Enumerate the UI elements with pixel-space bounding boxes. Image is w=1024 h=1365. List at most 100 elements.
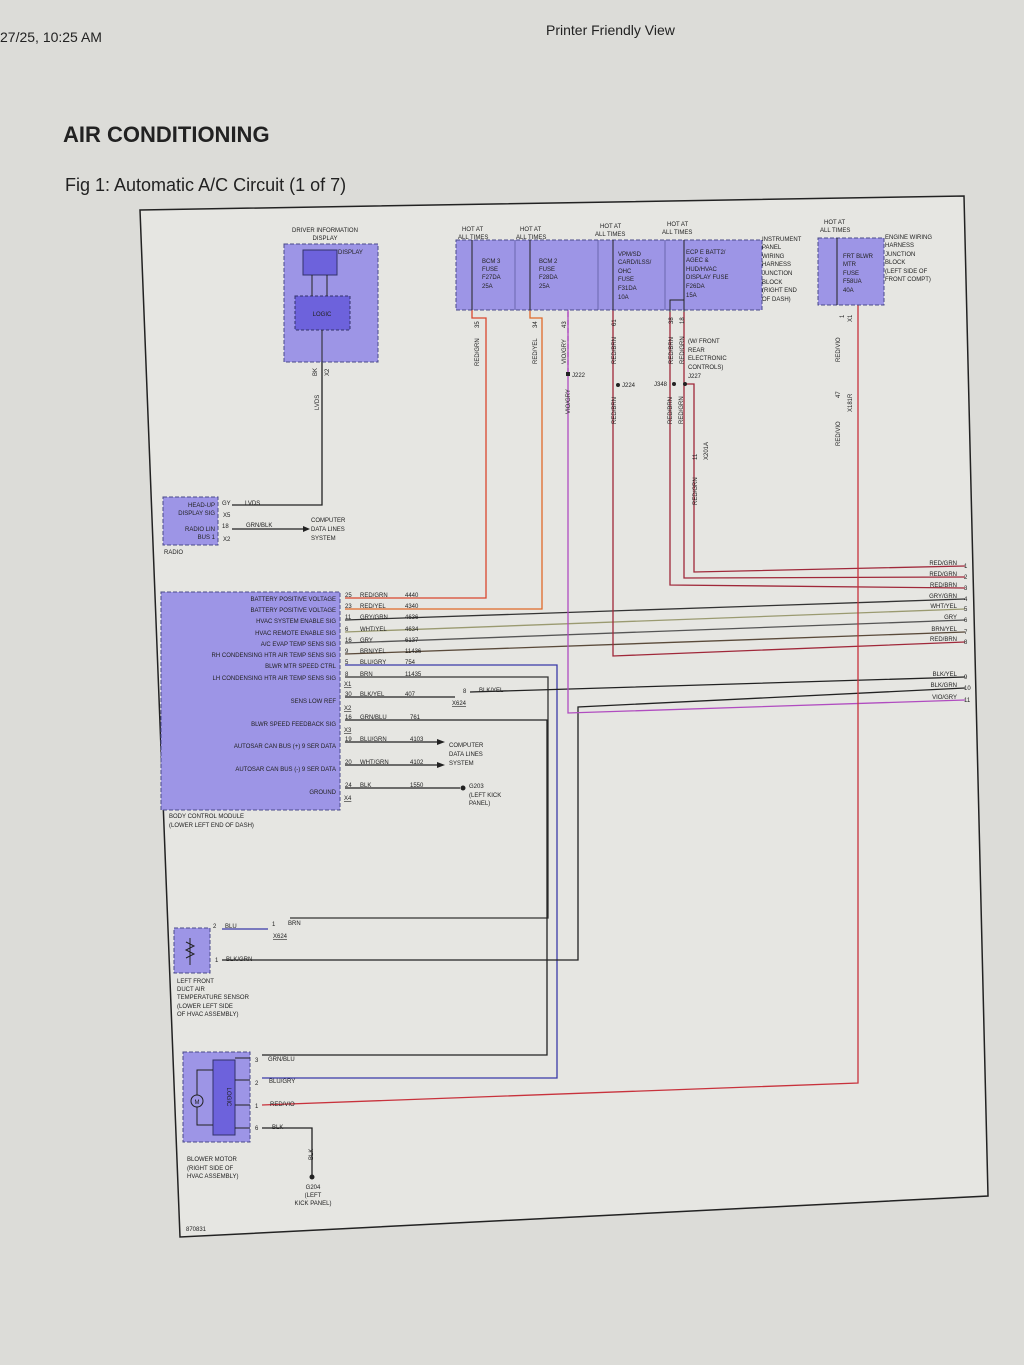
component-label: OF HVAC ASSEMBLY) <box>177 1012 238 1018</box>
fuse-label: OHC <box>618 269 632 275</box>
fuse-label: F27DA <box>482 275 501 281</box>
fuse-label: VPM/SD <box>618 252 642 258</box>
ground-label: G203 <box>469 784 484 790</box>
hot-label: HOT AT <box>667 222 688 228</box>
bcm-pin-number: 5 <box>345 660 349 666</box>
label-line: BLOCK <box>885 260 905 266</box>
bcm-signal-label: BATTERY POSITIVE VOLTAGE <box>251 597 336 603</box>
bcm-circuit-number: 754 <box>405 660 416 666</box>
splice-j222 <box>566 372 570 376</box>
wire-label: LVDS <box>245 501 260 507</box>
wire-label: RED/VIO <box>836 421 842 446</box>
pin-number: 1 <box>215 958 219 964</box>
connector-wire-label: RED/GRN <box>929 561 957 567</box>
wire-wht-yel <box>344 608 966 633</box>
label-line: OF DASH) <box>762 297 791 303</box>
fuse-label: 40A <box>843 288 854 294</box>
bcm-signal-label: RH CONDENSING HTR AIR TEMP SENS SIG <box>212 653 337 659</box>
did-logic-label: LOGIC <box>313 312 332 318</box>
connector-label: X624 <box>452 701 467 707</box>
splice-note: ELECTRONIC <box>688 356 727 362</box>
wire-red-grn-4440 <box>345 310 487 599</box>
bcm-signal-label: LH CONDENSING HTR AIR TEMP SENS SIG <box>213 676 337 682</box>
body-control-module <box>160 591 341 811</box>
connector-label: X4 <box>344 796 352 802</box>
bcm-wire-color: GRY <box>360 638 373 644</box>
wire-label: GRN/BLU <box>268 1057 295 1063</box>
fuse-label: FRT BLWR <box>843 254 874 260</box>
fuse-label: FUSE <box>843 271 859 277</box>
component-label: (LOWER LEFT SIDE <box>177 1004 233 1010</box>
hot-label: ALL TIMES <box>820 228 850 234</box>
splice-label: J348 <box>654 382 668 388</box>
hot-label: HOT AT <box>462 227 483 233</box>
connector-pin-number: 5 <box>964 607 968 613</box>
display-block <box>302 249 338 276</box>
pin-number: 18 <box>680 317 686 324</box>
wire-label: RED/GRN <box>693 477 699 505</box>
pin-number: 18 <box>222 524 229 530</box>
bcm-wire-color: GRY/GRN <box>360 615 388 621</box>
bcm-wire-color: BRN <box>360 672 373 678</box>
bcm-pin-number: 23 <box>345 604 352 610</box>
pin-number: 1 <box>255 1104 259 1110</box>
bcm-labels: X1 X2 X3 X4 BODY CONTROL MODULE (LOWER L… <box>169 682 504 829</box>
wire-label: RED/BRN <box>668 397 674 424</box>
fuse-label: DISPLAY FUSE <box>686 275 728 281</box>
blower-logic-label: LOGIC <box>225 1088 231 1107</box>
signal-label: RADIO LIN <box>185 527 215 533</box>
logic-block <box>294 295 351 331</box>
connector-label: X1 <box>344 682 352 688</box>
connector-label: X1 <box>848 314 854 322</box>
bcm-circuit-number: 4636 <box>405 615 419 621</box>
component-label: (LOWER LEFT END OF DASH) <box>169 823 254 829</box>
hot-label: ALL TIMES <box>516 235 546 241</box>
fuse-4: HOT AT ALL TIMES ECP E BATT2/ AGEC & HUD… <box>662 222 728 364</box>
ground-icon <box>460 785 466 791</box>
bcm-circuit-number: 6137 <box>405 638 419 644</box>
connector-pin-number: 9 <box>964 675 968 681</box>
ewjb-labels: HOT AT ALL TIMES FRT BLWR MTR FUSE F58UA… <box>820 220 932 446</box>
label-line: (LEFT SIDE OF <box>885 269 928 275</box>
connector-wire-label: GRY/GRN <box>929 594 957 600</box>
bcm-wire-color: WHT/YEL <box>360 627 387 633</box>
wire-label: BLK <box>309 1149 315 1160</box>
component-label: DUCT AIR <box>177 987 206 993</box>
connector-wire-label: RED/BRN <box>930 583 957 589</box>
destination-label: SYSTEM <box>449 761 474 767</box>
wire-red-grn-x201a <box>684 383 966 573</box>
bcm-signal-label: HVAC REMOTE ENABLE SIG <box>255 631 336 637</box>
splice-label: J222 <box>572 373 586 379</box>
wire-red-brn-j224 <box>612 310 966 657</box>
bcm-wire-color: BLU/GRY <box>360 660 386 666</box>
pin-number: 1 <box>272 922 276 928</box>
fuse-dividers <box>514 240 666 310</box>
fuse-3: HOT AT ALL TIMES VPM/SD CARD/ILSS/ OHC F… <box>595 224 652 364</box>
fuse-label: 25A <box>482 284 493 290</box>
bcm-wire-color: RED/YEL <box>360 604 386 610</box>
wire-blu-gry <box>262 664 558 1079</box>
wire-label: RED/BRN <box>612 337 618 364</box>
wire-label: BLK/YEL <box>479 688 504 694</box>
fuse-label: 10A <box>618 295 629 301</box>
component-label: BLOWER MOTOR <box>187 1157 238 1163</box>
component-label: TEMPERATURE SENSOR <box>177 995 250 1001</box>
connector-pin-number: 10 <box>964 686 971 692</box>
bcm-pin-number: 6 <box>345 627 349 633</box>
fuse-label: MTR <box>843 262 857 268</box>
figure-title: Fig 1: Automatic A/C Circuit (1 of 7) <box>65 175 347 195</box>
connector-pin-number: 4 <box>964 597 968 603</box>
fuse-label: CARD/ILSS/ <box>618 260 652 266</box>
connector-wire-label: RED/GRN <box>929 572 957 578</box>
bcm-wire-color: BLK <box>360 783 371 789</box>
diagram-frame <box>139 195 989 1238</box>
wire-label: GRN/BLK <box>246 523 272 529</box>
ground-label: (LEFT <box>305 1193 322 1199</box>
radio-labels: HEAD-UP DISPLAY SIG RADIO LIN BUS 1 GY X… <box>164 501 346 556</box>
wire-red-yel-4340 <box>345 310 543 610</box>
bcm-wire-color: RED/GRN <box>360 593 388 599</box>
connector-label: X3 <box>344 728 352 734</box>
wire-label: VIO/GRY <box>562 339 568 364</box>
ground-label: PANEL) <box>469 801 490 807</box>
ground-label: KICK PANEL) <box>295 1201 332 1207</box>
